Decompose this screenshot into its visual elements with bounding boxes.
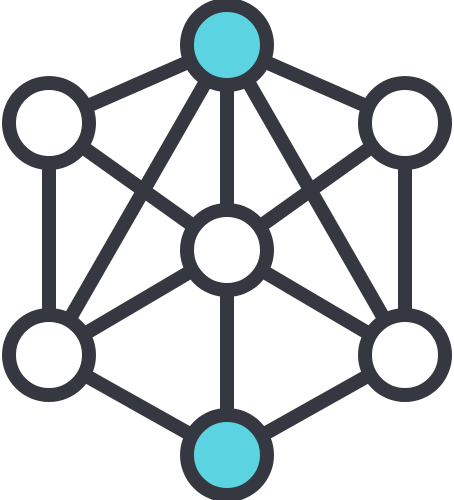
center-node <box>180 203 274 297</box>
bottom-left-node <box>2 308 96 402</box>
edge <box>220 38 412 362</box>
top-left-node <box>2 76 96 170</box>
top-right-node <box>358 76 452 170</box>
edge <box>42 38 234 362</box>
bottom-right-node <box>358 308 452 402</box>
bottom-node-accent <box>180 408 274 500</box>
top-node-accent <box>180 0 274 92</box>
